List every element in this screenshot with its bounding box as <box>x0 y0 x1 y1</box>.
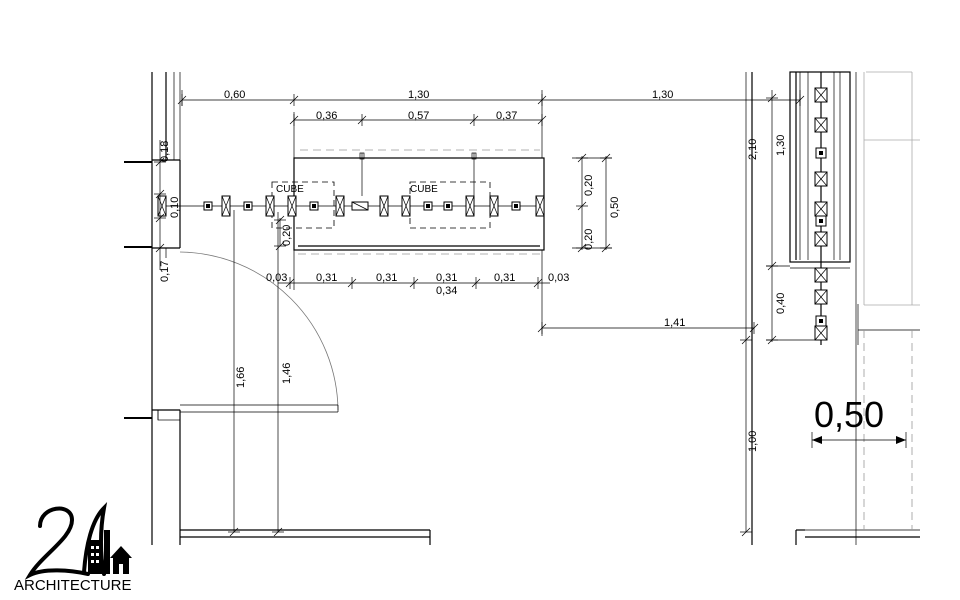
dim-top-0-60: 0,60 <box>224 89 245 101</box>
dim-right-0-20-a: 0,20 <box>583 175 595 196</box>
axis-box-small <box>203 201 213 211</box>
dim-below-0-20: 0,20 <box>281 225 293 246</box>
dim-bottom-0-03-a: 0,03 <box>266 272 287 284</box>
dim-left-0-10: 0,10 <box>169 197 181 218</box>
dim-right-0-20-b: 0,20 <box>583 229 595 250</box>
logo-text: ARCHITECTURE <box>14 577 132 594</box>
column-box-tall <box>814 289 828 305</box>
cube-label-right: CUBE <box>410 184 438 195</box>
dim-bottom-0-03-b: 0,03 <box>548 272 569 284</box>
axis-box-tall <box>335 195 345 217</box>
dim-right-1-00: 1,00 <box>747 431 759 452</box>
dim-top-1-30-a: 1,30 <box>408 89 429 101</box>
axis-box-tall <box>221 195 231 217</box>
column-box-tall <box>814 201 828 217</box>
right-paving <box>863 71 920 530</box>
dim-bottom-0-31-b: 0,31 <box>376 272 397 284</box>
dim-door-1-66: 1,66 <box>235 367 247 388</box>
dim-right-1-30: 1,30 <box>775 135 787 156</box>
dim-top-1-30-b: 1,30 <box>652 89 673 101</box>
cube-label-left: CUBE <box>276 184 304 195</box>
column-box-tall <box>814 325 828 341</box>
axis-box-tall <box>401 195 411 217</box>
door-swing <box>179 251 339 413</box>
dim-bottom-0-31-c: 0,31 <box>436 272 457 284</box>
logo-mark <box>24 502 132 580</box>
dim-right-0-40: 0,40 <box>775 293 787 314</box>
architecture-logo: ARCHITECTURE <box>14 502 132 594</box>
dim-top-0-57: 0,57 <box>408 110 429 122</box>
axis-box-wide <box>351 201 369 211</box>
bottom-wall-left <box>180 529 431 545</box>
column-box-tall <box>814 171 828 187</box>
column-box-tall <box>814 117 828 133</box>
axis-box-tall <box>287 195 297 217</box>
left-markers <box>124 161 152 419</box>
column-box-tall <box>814 87 828 103</box>
column-box-small <box>815 215 827 227</box>
axis-box-small <box>309 201 319 211</box>
dim-right-1-41: 1,41 <box>664 317 685 329</box>
column-box-tall <box>814 267 828 283</box>
axis-box-tall <box>489 195 499 217</box>
axis-box-small <box>443 201 453 211</box>
axis-box-tall <box>379 195 389 217</box>
dim-bottom-total-0-34: 0,34 <box>436 285 457 297</box>
dim-left-0-17: 0,17 <box>159 261 171 282</box>
axis-box-tall <box>465 195 475 217</box>
dim-right-2-10: 2,10 <box>747 139 759 160</box>
dim-bottom-0-31-a: 0,31 <box>316 272 337 284</box>
dim-left-0-18: 0,18 <box>159 141 171 162</box>
axis-box-tall <box>265 195 275 217</box>
vertical-box-column <box>814 87 828 341</box>
dim-top-0-36: 0,36 <box>316 110 337 122</box>
dim-door-1-46: 1,46 <box>281 363 293 384</box>
axis-box-small <box>511 201 521 211</box>
dim-top-0-37: 0,37 <box>496 110 517 122</box>
dimension-texts: 0,60 1,30 1,30 0,36 0,57 0,37 0,18 0,10 … <box>159 89 884 452</box>
big-dimension-label: 0,50 <box>814 394 884 435</box>
dimension-lines <box>154 72 907 537</box>
axis-box-tall <box>157 195 167 217</box>
axis-box-small <box>423 201 433 211</box>
dim-bottom-0-31-d: 0,31 <box>494 272 515 284</box>
dim-right-0-50: 0,50 <box>609 197 621 218</box>
axis-box-row <box>157 195 545 217</box>
column-box-small <box>815 315 827 327</box>
column-box-tall <box>814 231 828 247</box>
axis-box-tall <box>535 195 545 217</box>
column-box-small <box>815 147 827 159</box>
axis-box-small <box>243 201 253 211</box>
